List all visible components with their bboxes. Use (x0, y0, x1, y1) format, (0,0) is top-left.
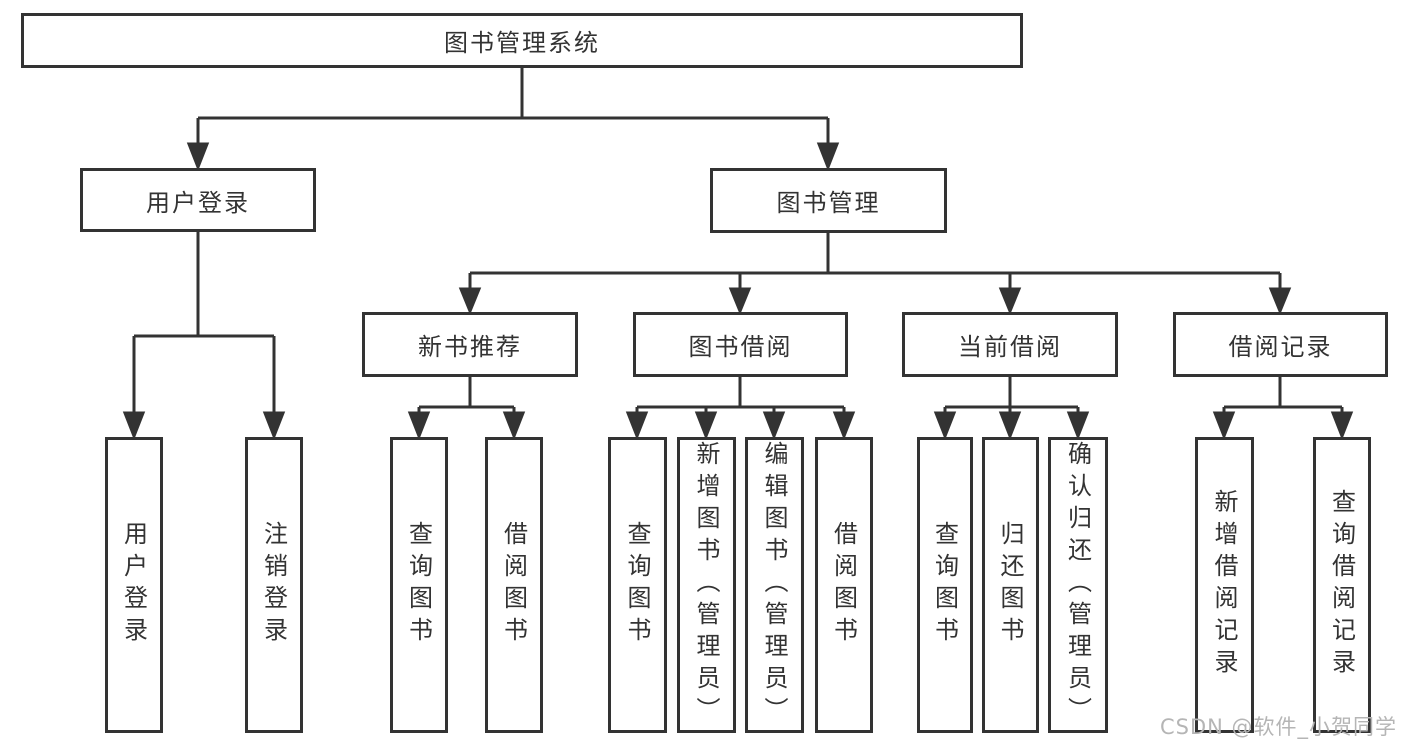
leaf-borrow-books-borrowing: 借阅图书 (815, 437, 873, 733)
leaf-confirm-return-admin: 确认归还（管理员） (1048, 437, 1108, 733)
node-user-login: 用户登录 (80, 168, 316, 232)
leaf-query-books-recommend: 查询图书 (390, 437, 448, 733)
node-new-book-recommendation: 新书推荐 (362, 312, 578, 377)
node-borrowing-records: 借阅记录 (1173, 312, 1388, 377)
leaf-query-books-borrowing: 查询图书 (608, 437, 667, 733)
watermark-text: CSDN @软件_小贺同学 (1160, 715, 1398, 739)
leaf-return-books: 归还图书 (982, 437, 1039, 733)
leaf-query-books-current: 查询图书 (917, 437, 973, 733)
leaf-logout: 注销登录 (245, 437, 303, 733)
node-book-management: 图书管理 (710, 168, 947, 233)
leaf-edit-book-admin: 编辑图书（管理员） (745, 437, 804, 733)
leaf-add-book-admin: 新增图书（管理员） (677, 437, 736, 733)
leaf-user-login: 用户登录 (105, 437, 163, 733)
leaf-query-borrow-record: 查询借阅记录 (1313, 437, 1371, 733)
node-book-borrowing: 图书借阅 (633, 312, 848, 377)
node-root: 图书管理系统 (21, 13, 1023, 68)
leaf-borrow-books-recommend: 借阅图书 (485, 437, 543, 733)
node-current-borrowing: 当前借阅 (902, 312, 1118, 377)
leaf-add-borrow-record: 新增借阅记录 (1195, 437, 1254, 733)
